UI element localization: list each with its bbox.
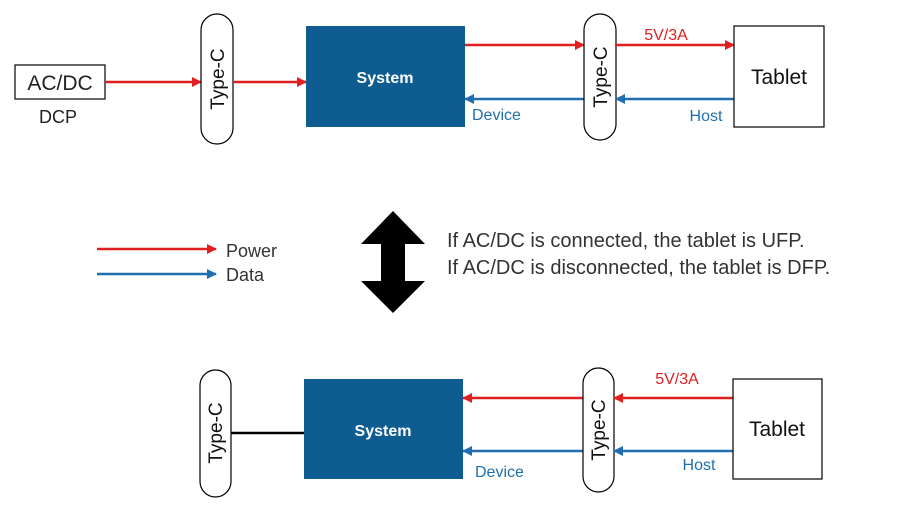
top-left-typec-connector (200, 13, 234, 145)
role-note: If AC/DC is connected, the tablet is UFP… (447, 230, 830, 279)
top-right-typec-label: Type-C (591, 46, 612, 107)
legend-power-label: Power (226, 241, 277, 261)
double-arrow-icon (361, 211, 425, 313)
bottom-left-typec-label: Type-C (206, 402, 227, 463)
bottom-right-typec-connector (582, 367, 615, 493)
acdc-source-label: AC/DC (27, 72, 92, 95)
top-power-rating-label: 5V/3A (644, 27, 688, 44)
top-left-typec-label: Type-C (208, 48, 229, 109)
bottom-right-typec-label: Type-C (589, 399, 610, 460)
bottom-power-rating-label: 5V/3A (655, 371, 699, 388)
top-tablet-label: Tablet (751, 66, 807, 89)
bottom-device-label: Device (475, 464, 524, 481)
legend-data-label: Data (226, 265, 265, 285)
bottom-tablet-label: Tablet (749, 418, 805, 441)
bottom-system-label: System (355, 423, 412, 440)
bottom-host-label: Host (683, 457, 716, 474)
top-system-block (306, 26, 465, 127)
acdc-source-box (14, 64, 106, 100)
bottom-system-block (304, 379, 463, 479)
top-host-label: Host (690, 108, 723, 125)
top-diagram: AC/DC DCP Type-C System Device Type-C 5V… (14, 13, 825, 145)
note-line-1: If AC/DC is connected, the tablet is UFP… (447, 230, 805, 252)
dcp-caption: DCP (39, 107, 77, 127)
bottom-diagram: Type-C System Device Type-C 5V/3A Host T… (199, 367, 823, 498)
top-right-typec-connector (583, 13, 617, 141)
top-system-label: System (357, 70, 414, 87)
note-line-2: If AC/DC is disconnected, the tablet is … (447, 257, 830, 279)
top-tablet-box (733, 25, 825, 128)
legend: Power Data (97, 241, 277, 285)
top-device-label: Device (472, 107, 521, 124)
bottom-tablet-box (732, 378, 823, 480)
